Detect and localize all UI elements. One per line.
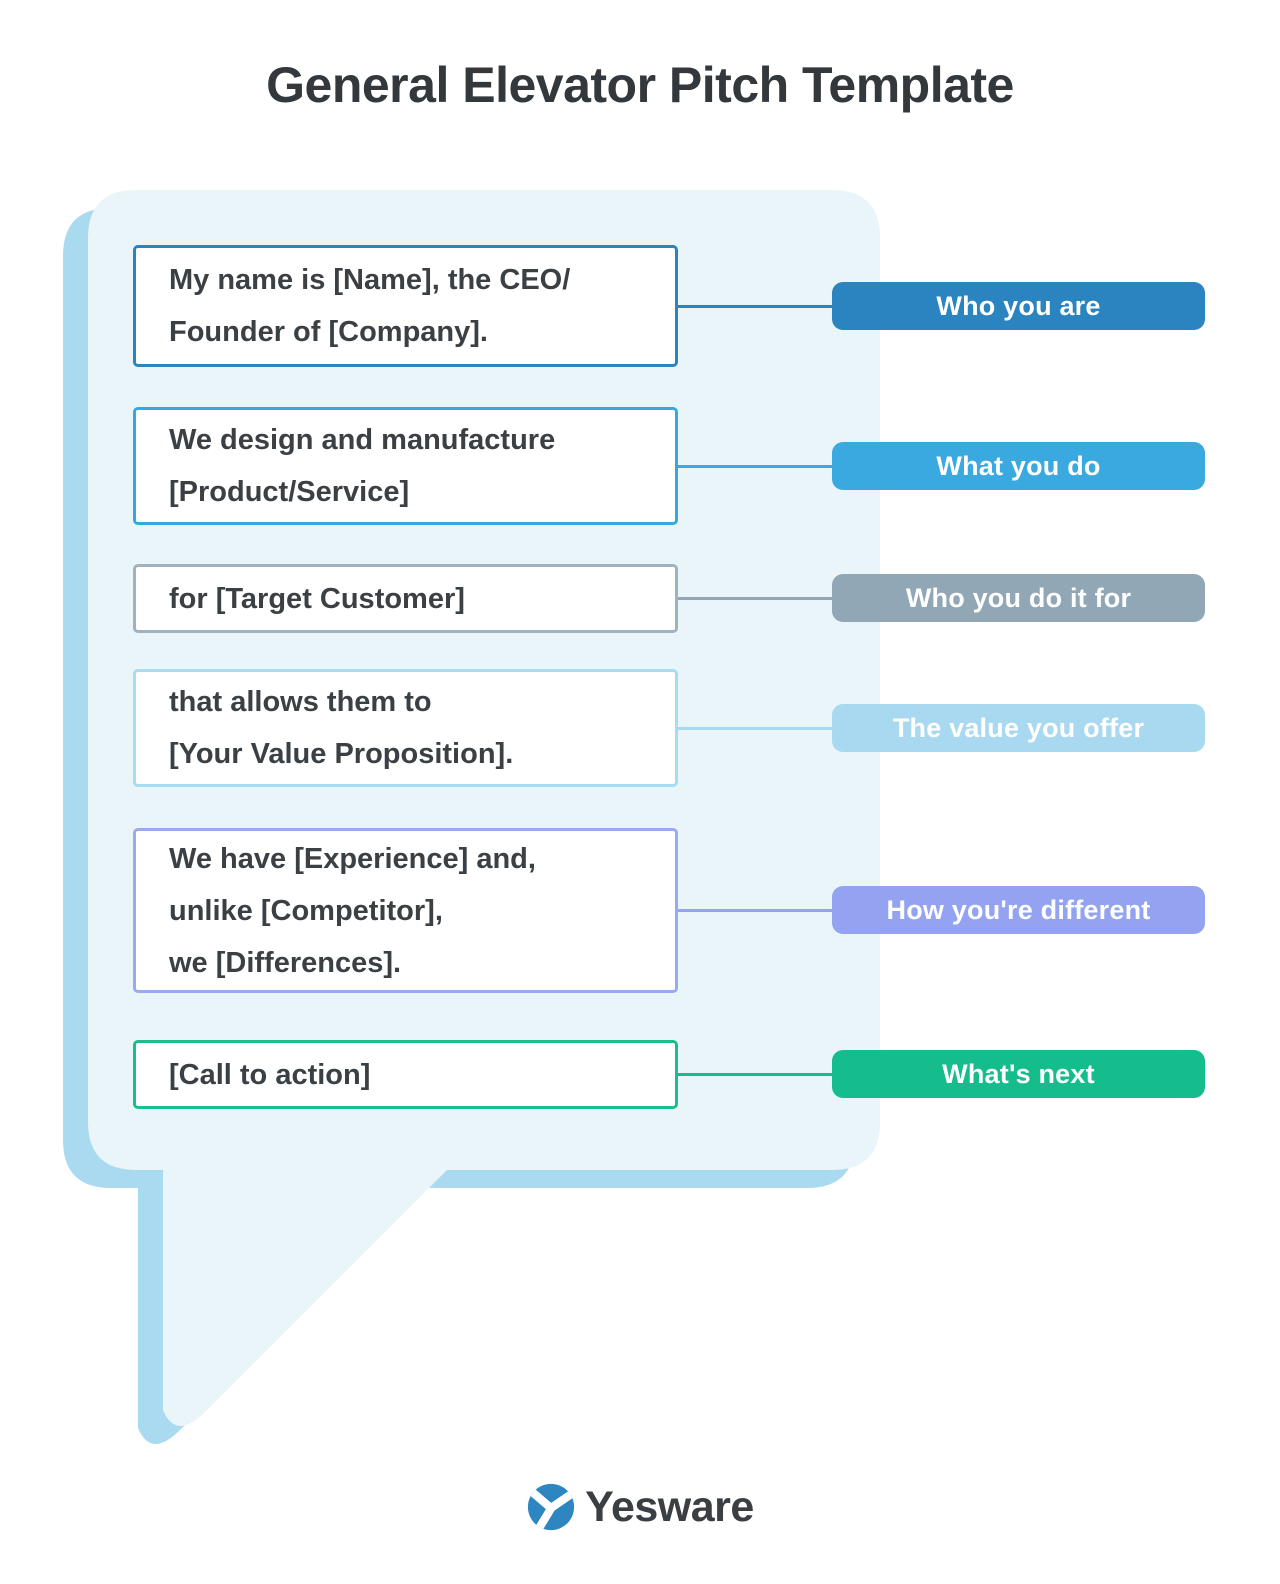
pitch-line: unlike [Competitor],: [169, 894, 443, 927]
label-pill-value-you-offer: The value you offer: [832, 704, 1205, 752]
pitch-line: [Call to action]: [169, 1058, 371, 1091]
connector-line: [678, 465, 832, 468]
yesware-logo-text: Yesware: [585, 1482, 754, 1531]
pitch-line: we [Differences].: [169, 946, 402, 979]
connector-line: [678, 597, 832, 600]
pitch-line: My name is [Name], the CEO/: [169, 264, 571, 296]
pitch-box-how-youre-different: We have [Experience] and, unlike [Compet…: [133, 828, 678, 993]
yesware-logo: Yesware: [0, 1482, 1280, 1532]
pitch-box-who-you-do-it-for: for [Target Customer]: [133, 564, 678, 633]
label-pill-what-you-do: What you do: [832, 442, 1205, 490]
label-pill-whats-next: What's next: [832, 1050, 1205, 1098]
connector-line: [678, 727, 832, 730]
connector-line: [678, 1073, 832, 1076]
speech-bubble-body: [88, 190, 880, 1427]
pitch-line: Founder of [Company].: [169, 316, 488, 348]
pitch-box-whats-next: [Call to action]: [133, 1040, 678, 1109]
pitch-line: [Your Value Proposition].: [169, 738, 514, 770]
pitch-box-who-you-are: My name is [Name], the CEO/ Founder of […: [133, 245, 678, 367]
pitch-line: that allows them to: [169, 686, 432, 718]
label-pill-how-youre-different: How you're different: [832, 886, 1205, 934]
page-title: General Elevator Pitch Template: [266, 57, 1014, 113]
connector-line: [678, 305, 832, 308]
label-pill-who-you-do-it-for: Who you do it for: [832, 574, 1205, 622]
connector-line: [678, 909, 832, 912]
pitch-line: We design and manufacture: [169, 424, 556, 456]
pitch-line: We have [Experience] and,: [169, 842, 536, 875]
pitch-line: [Product/Service]: [169, 476, 410, 508]
pitch-line: for [Target Customer]: [169, 582, 465, 615]
pitch-box-value-you-offer: that allows them to [Your Value Proposit…: [133, 669, 678, 787]
label-pill-who-you-are: Who you are: [832, 282, 1205, 330]
pitch-box-what-you-do: We design and manufacture [Product/Servi…: [133, 407, 678, 525]
yesware-y-icon: [528, 1483, 575, 1531]
